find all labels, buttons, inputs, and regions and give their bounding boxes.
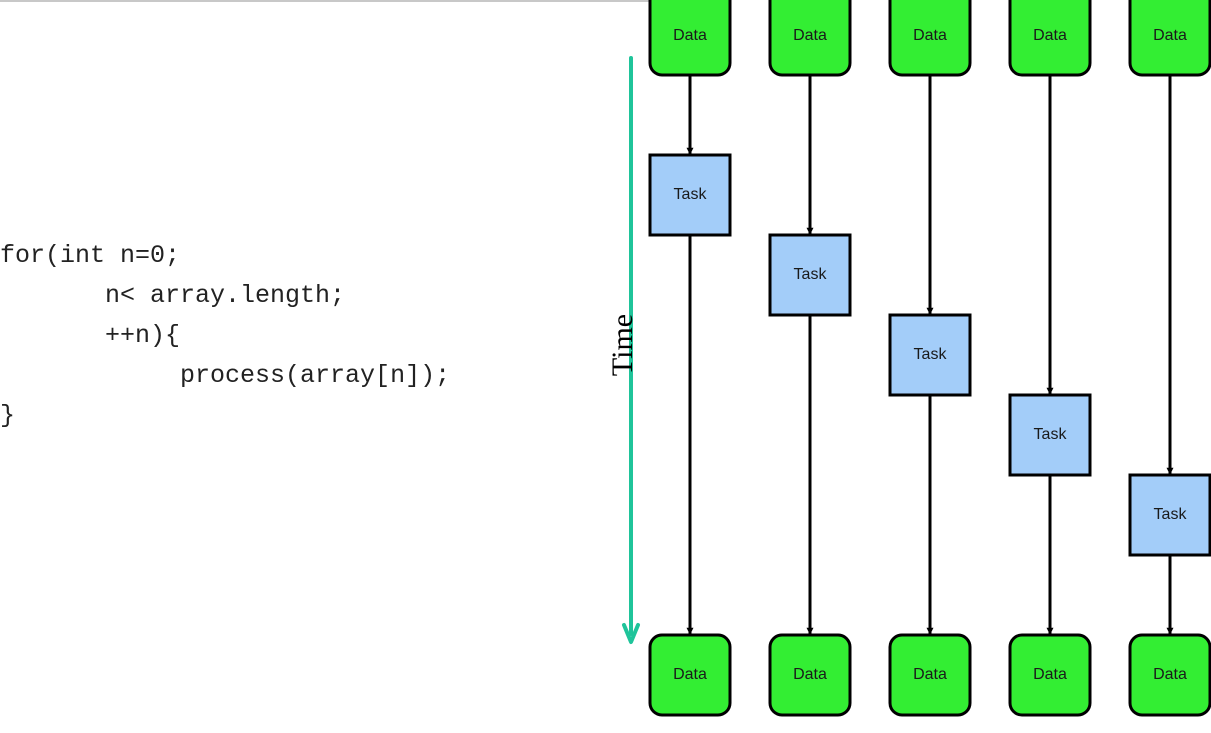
task-box <box>648 153 732 237</box>
data-box <box>1008 0 1092 77</box>
code-snippet: for(int n=0; n< array.length; ++n){ proc… <box>0 236 620 436</box>
data-label: Data <box>1153 27 1187 44</box>
code-line: } <box>0 401 16 430</box>
data-box <box>888 0 972 77</box>
task-label: Task <box>794 266 828 283</box>
output-data-node: Data <box>1008 633 1092 717</box>
code-line: process(array[n]); <box>0 361 451 390</box>
task-node: Task <box>648 153 732 237</box>
time-axis-label: Time <box>606 313 639 377</box>
data-label: Data <box>1033 27 1067 44</box>
task-box <box>768 233 852 317</box>
code-line: n< array.length; <box>0 281 346 310</box>
data-box <box>768 0 852 77</box>
data-label: Data <box>1033 666 1067 683</box>
data-label: Data <box>1153 666 1187 683</box>
input-data-node: Data <box>888 0 972 77</box>
task-label: Task <box>1154 506 1188 523</box>
data-box <box>888 633 972 717</box>
data-box <box>1128 0 1211 77</box>
task-box <box>1128 473 1211 557</box>
task-label: Task <box>1034 426 1068 443</box>
data-label: Data <box>793 666 827 683</box>
output-data-node: Data <box>768 633 852 717</box>
input-data-node: Data <box>648 0 732 77</box>
time-axis <box>622 56 640 644</box>
input-data-node: Data <box>1008 0 1092 77</box>
data-label: Data <box>913 27 947 44</box>
data-label: Data <box>673 27 707 44</box>
data-box <box>1008 633 1092 717</box>
time-axis-arrowhead <box>622 623 640 644</box>
task-node: Task <box>1008 393 1092 477</box>
task-box <box>888 313 972 397</box>
data-box <box>768 633 852 717</box>
task-node: Task <box>1128 473 1211 557</box>
task-node: Task <box>768 233 852 317</box>
output-data-node: Data <box>888 633 972 717</box>
data-label: Data <box>913 666 947 683</box>
data-box <box>648 633 732 717</box>
code-line: ++n){ <box>0 321 181 350</box>
data-box <box>1128 633 1211 717</box>
data-label: Data <box>793 27 827 44</box>
input-data-node: Data <box>768 0 852 77</box>
data-label: Data <box>673 666 707 683</box>
task-label: Task <box>674 186 708 203</box>
task-box <box>1008 393 1092 477</box>
top-divider <box>0 0 660 2</box>
task-node: Task <box>888 313 972 397</box>
input-data-node: Data <box>1128 0 1211 77</box>
output-data-node: Data <box>1128 633 1211 717</box>
data-box <box>648 0 732 77</box>
lanes: DataTaskDataDataTaskDataDataTaskDataData… <box>648 0 1211 717</box>
task-label: Task <box>914 346 948 363</box>
output-data-node: Data <box>648 633 732 717</box>
code-line: for(int n=0; <box>0 241 181 270</box>
